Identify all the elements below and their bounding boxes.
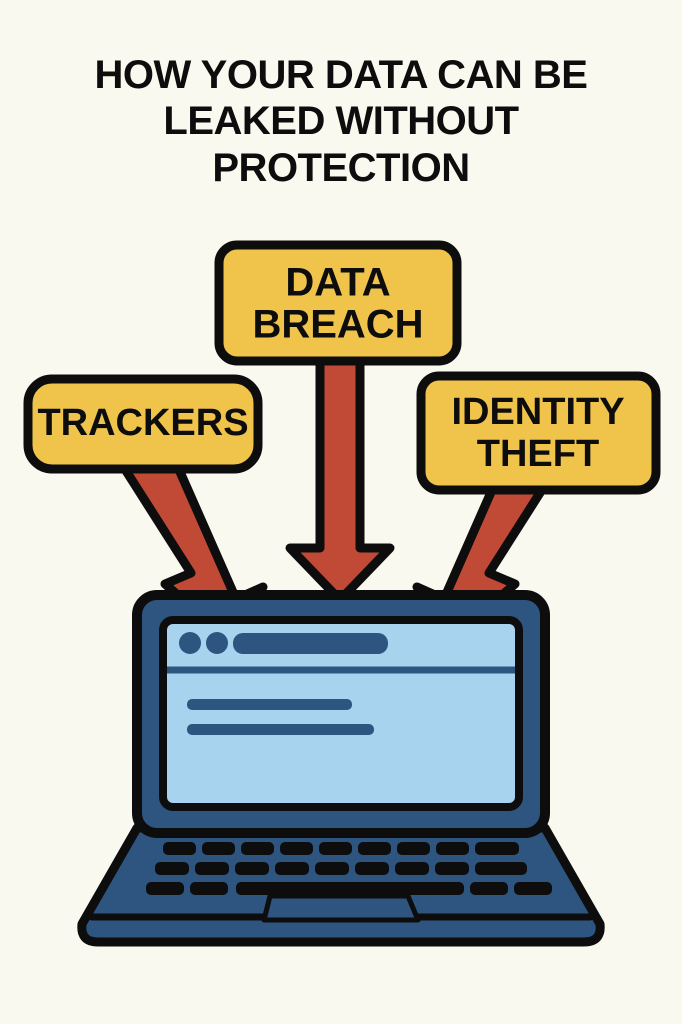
key <box>163 842 196 855</box>
key <box>235 862 269 875</box>
key <box>395 862 429 875</box>
key <box>475 862 527 875</box>
key <box>315 862 349 875</box>
laptop-illustration <box>77 590 605 947</box>
key <box>355 862 389 875</box>
threat-box-data-breach-label-line2: BREACH <box>252 303 423 347</box>
key <box>475 842 519 855</box>
arrow-data-breach <box>285 340 395 605</box>
key <box>280 842 313 855</box>
threat-box-trackers-bg <box>23 374 263 474</box>
key-spacebar <box>236 882 464 895</box>
key <box>190 882 228 895</box>
threat-box-trackers[interactable]: TRACKERS <box>23 374 263 474</box>
threat-box-data-breach[interactable]: DATA BREACH <box>214 240 462 366</box>
key <box>155 862 189 875</box>
key <box>435 862 469 875</box>
keyboard-row-1 <box>163 842 519 855</box>
browser-dot-2 <box>206 632 228 654</box>
laptop-keyboard <box>146 842 552 895</box>
browser-dot-1 <box>179 632 201 654</box>
key <box>275 862 309 875</box>
page-title: HOW YOUR DATA CAN BE LEAKED WITHOUT PROT… <box>0 52 682 191</box>
key <box>319 842 352 855</box>
key <box>146 882 184 895</box>
key <box>241 842 274 855</box>
key <box>358 842 391 855</box>
threat-box-identity-theft-label-line2: THEFT <box>477 433 599 475</box>
threat-box-data-breach-label-line1: DATA <box>285 261 390 305</box>
key <box>397 842 430 855</box>
key <box>514 882 552 895</box>
keyboard-row-2 <box>155 862 527 875</box>
browser-content-line-1 <box>187 699 352 710</box>
key <box>436 842 469 855</box>
key <box>470 882 508 895</box>
laptop-trackpad[interactable] <box>261 893 421 923</box>
threat-box-identity-theft[interactable]: IDENTITY THEFT <box>416 371 661 495</box>
key <box>202 842 235 855</box>
threat-box-data-breach-bg <box>214 240 462 366</box>
arrow-data-breach-shape <box>285 340 395 605</box>
title-line-1: HOW YOUR DATA CAN BE <box>94 53 588 97</box>
title-line-3: PROTECTION <box>212 145 470 190</box>
title-line-2: LEAKED WITHOUT <box>163 99 519 144</box>
browser-content-line-2 <box>187 724 374 735</box>
threat-box-identity-theft-bg <box>416 371 661 495</box>
browser-window-mockup <box>167 632 515 735</box>
threat-box-trackers-label: TRACKERS <box>37 402 248 444</box>
threat-box-identity-theft-label-line1: IDENTITY <box>451 391 624 433</box>
browser-address-bar[interactable] <box>233 633 388 654</box>
key <box>195 862 229 875</box>
keyboard-row-3 <box>146 882 552 895</box>
